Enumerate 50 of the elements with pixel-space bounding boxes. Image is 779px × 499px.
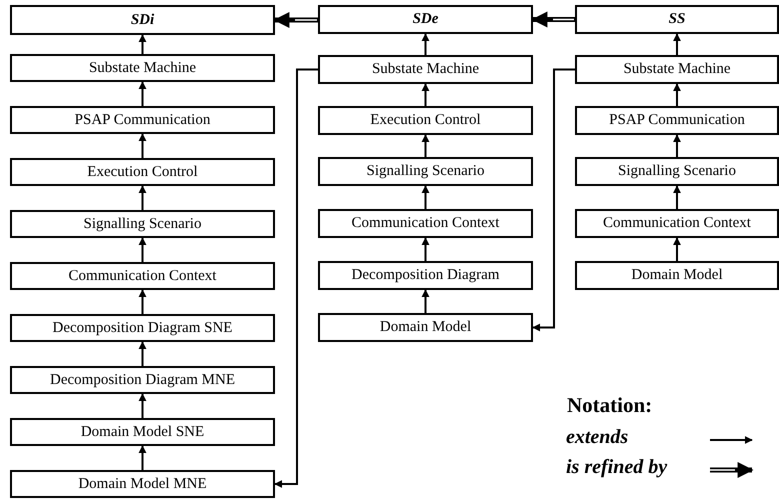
arrow (673, 134, 681, 157)
arrow (422, 237, 430, 261)
refinement-arrow (531, 12, 575, 28)
model-box: Decomposition Diagram SNE (10, 314, 275, 342)
model-box: Communication Context (318, 209, 533, 238)
model-box: Substate Machine (575, 55, 779, 84)
arrow (422, 33, 430, 55)
notation-heading: Notation: (567, 393, 652, 418)
arrow (422, 134, 430, 157)
model-box: Execution Control (10, 158, 275, 186)
model-box: Signalling Scenario (10, 210, 275, 238)
model-box: Execution Control (318, 106, 533, 135)
model-box: Domain Model MNE (10, 470, 275, 498)
arrow (673, 33, 681, 55)
arrow (422, 289, 430, 313)
model-box: Substate Machine (10, 54, 275, 82)
elbow-arrow (274, 68, 318, 488)
arrow (138, 237, 146, 262)
arrow (138, 133, 146, 158)
arrow (138, 34, 146, 54)
legend-text: extends (566, 426, 628, 449)
model-box: Signalling Scenario (318, 157, 533, 186)
model-box: Domain Model (575, 261, 779, 290)
model-box: Domain Model SNE (10, 418, 275, 446)
arrow (138, 81, 146, 106)
model-box: Substate Machine (318, 55, 533, 84)
heading-box: SDi (10, 5, 275, 35)
arrow (138, 341, 146, 366)
model-box: PSAP Communication (10, 106, 275, 134)
arrow (138, 185, 146, 210)
arrow (138, 289, 146, 314)
heading-box: SS (575, 5, 779, 34)
legend-text: is refined by (566, 456, 668, 479)
arrow (138, 445, 146, 470)
arrow (422, 83, 430, 106)
model-box: Decomposition Diagram MNE (10, 366, 275, 394)
model-box: Decomposition Diagram (318, 261, 533, 290)
model-box: Communication Context (575, 209, 779, 238)
model-box: Communication Context (10, 262, 275, 290)
heading-box: SDe (318, 5, 533, 34)
arrow (673, 185, 681, 209)
model-box: PSAP Communication (575, 106, 779, 135)
arrow (673, 237, 681, 261)
arrow (673, 83, 681, 106)
model-box: Domain Model (318, 313, 533, 342)
model-box: Signalling Scenario (575, 157, 779, 186)
arrow (138, 393, 146, 418)
refinement-arrow (273, 12, 318, 28)
elbow-arrow (532, 68, 575, 332)
arrow (422, 185, 430, 209)
